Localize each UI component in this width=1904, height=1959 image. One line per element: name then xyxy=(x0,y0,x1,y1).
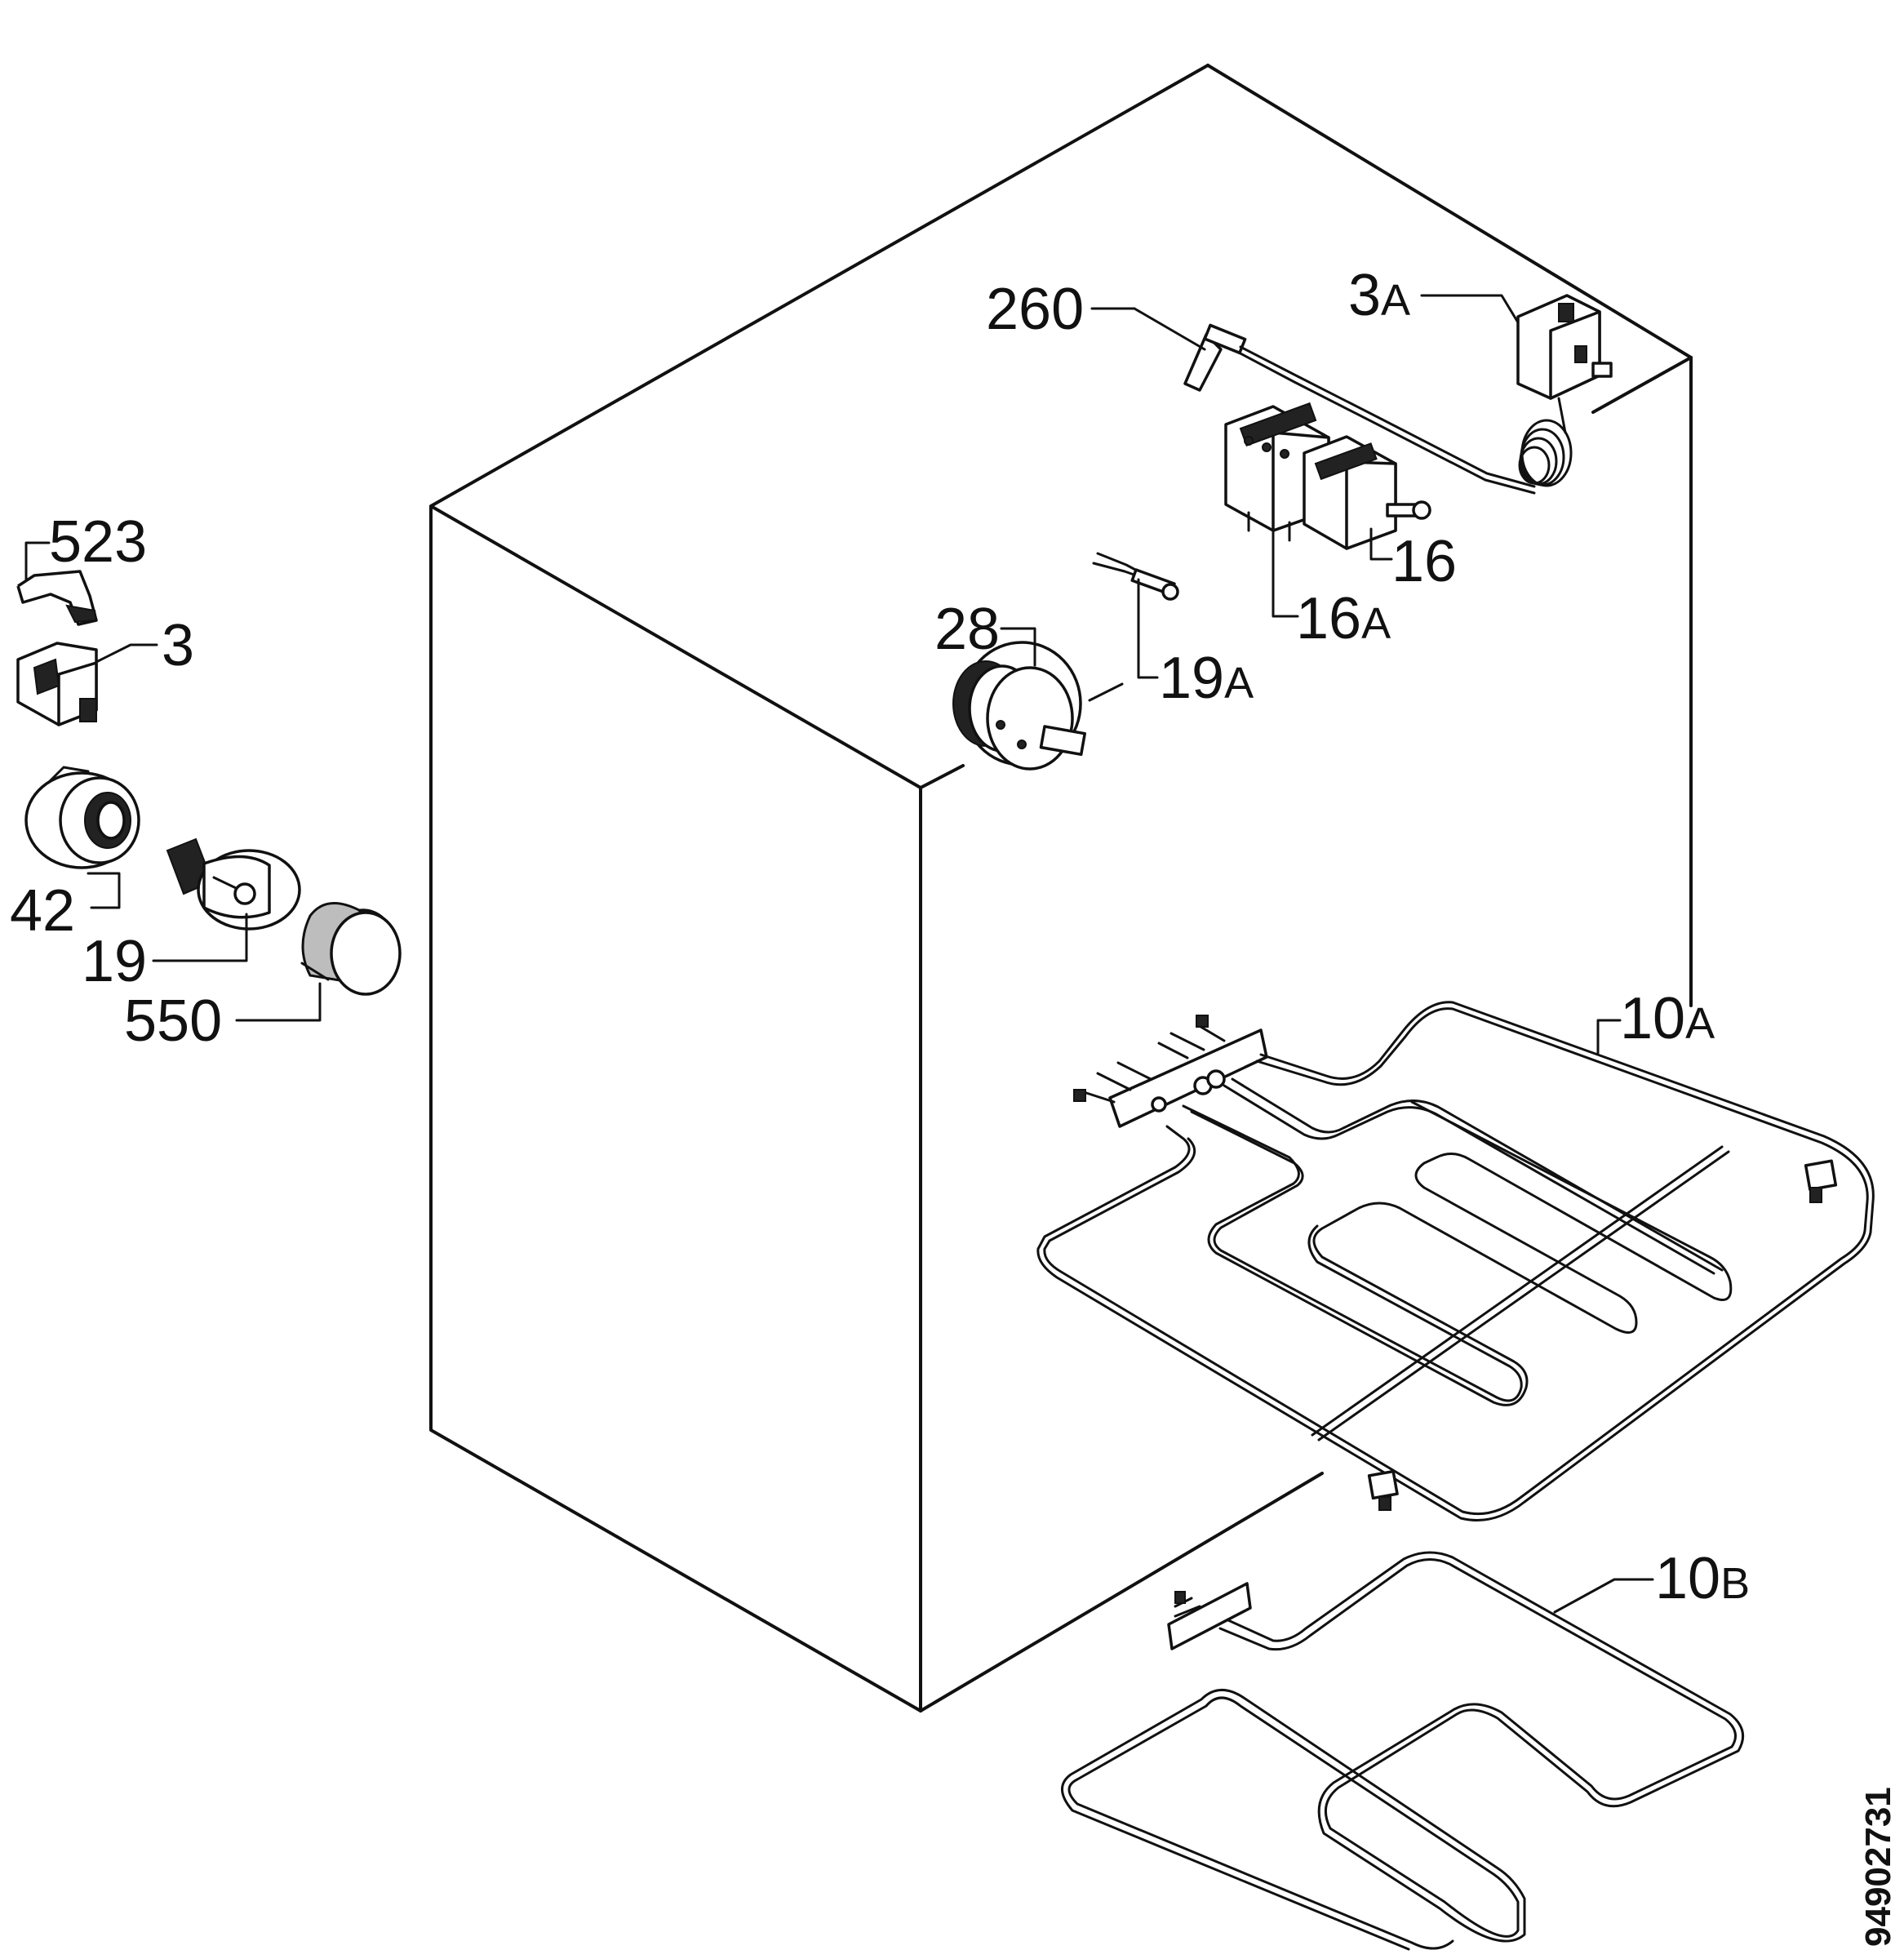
bottom-element-10B xyxy=(1061,1551,1745,1951)
leader-16 xyxy=(1369,527,1393,561)
leader-10B xyxy=(1553,1578,1654,1614)
callout-16A: 16A xyxy=(1296,586,1391,651)
callout-3A: 3A xyxy=(1348,263,1410,328)
grill-element-10A xyxy=(1036,1001,1875,1521)
selector-switch-16 xyxy=(1303,435,1431,550)
lamp-wire-19A xyxy=(1092,552,1179,601)
leader-16A xyxy=(1272,514,1299,618)
leader-10A xyxy=(1596,1019,1622,1055)
callout-260: 260 xyxy=(986,277,1084,342)
callout-28: 28 xyxy=(934,597,1000,662)
lamp-bulb-19 xyxy=(166,837,301,931)
leader-3 xyxy=(96,643,158,663)
lamp-socket-42 xyxy=(24,766,140,869)
oven-cabinet xyxy=(429,64,1693,1712)
callout-42: 42 xyxy=(10,878,75,944)
callout-16: 16 xyxy=(1391,529,1457,594)
drawing-number: 94902731 xyxy=(1858,1787,1898,1947)
leader-42 xyxy=(87,872,121,909)
lamp-holder-3 xyxy=(16,642,98,726)
leader-550 xyxy=(235,982,322,1022)
callout-19A: 19A xyxy=(1159,646,1254,711)
leader-28-b xyxy=(1088,682,1124,702)
leader-28 xyxy=(1000,627,1036,667)
thermostat-3A xyxy=(1516,294,1613,487)
leader-19 xyxy=(152,913,248,962)
leader-260-b xyxy=(1133,307,1206,351)
clip-523 xyxy=(16,570,98,626)
thermostat-sensor-260 xyxy=(1183,323,1536,495)
callout-10A: 10A xyxy=(1620,986,1715,1051)
callout-550: 550 xyxy=(124,988,222,1054)
callout-19: 19 xyxy=(82,929,147,994)
leader-523 xyxy=(24,541,51,581)
callout-523: 523 xyxy=(49,509,147,575)
switch-28 xyxy=(952,641,1086,771)
callout-3: 3 xyxy=(162,613,194,678)
leader-3A xyxy=(1420,294,1520,324)
leader-19A xyxy=(1137,578,1159,679)
callout-10B: 10B xyxy=(1655,1546,1750,1611)
lamp-cover-550 xyxy=(300,902,402,996)
